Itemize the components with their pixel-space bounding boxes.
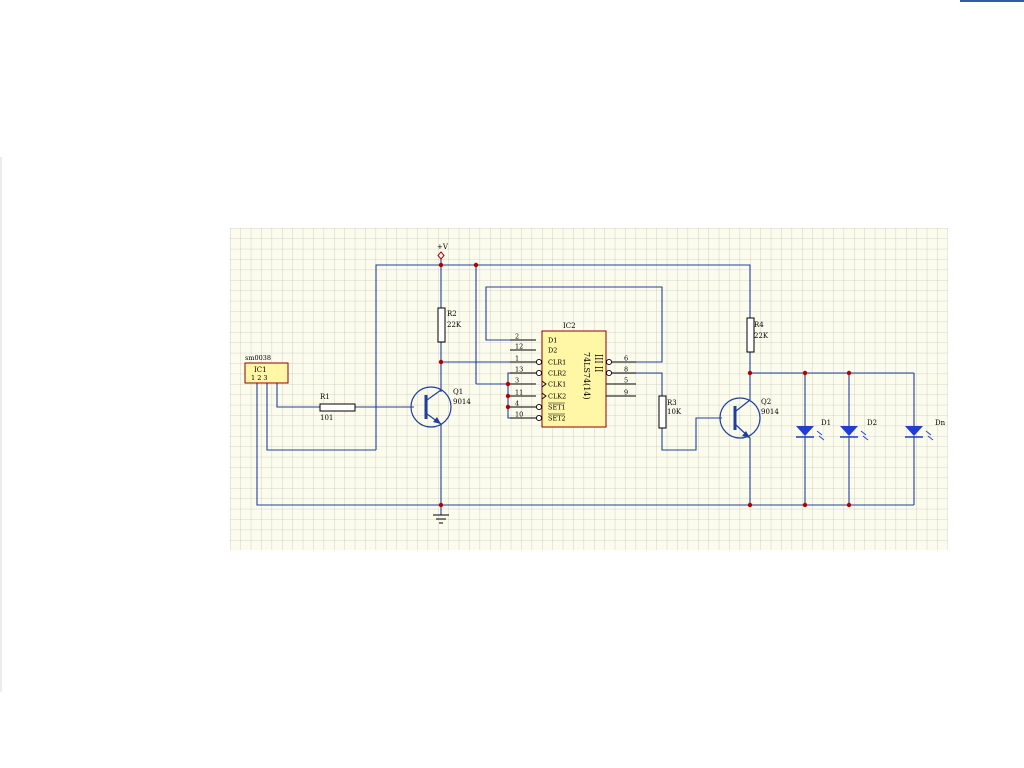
ic2-inverter-bubble <box>535 403 543 411</box>
led-dn[interactable]: Dn <box>905 419 946 441</box>
r3-value-label: 10K <box>667 408 682 416</box>
r4-ref-label: R4 <box>754 321 764 329</box>
ic2-pin-number: 11 <box>515 389 523 397</box>
led-icon <box>840 426 858 436</box>
ic2-body <box>541 330 607 428</box>
led-ref-label: D2 <box>867 419 877 427</box>
accent-bar <box>960 0 1024 2</box>
ic2-clock-icon <box>541 392 547 400</box>
ic2-pin-number: 5 <box>624 377 628 385</box>
power-terminal[interactable]: +V <box>437 243 449 260</box>
q1-body <box>410 386 452 428</box>
ic2-pin-number: 6 <box>624 355 628 363</box>
ic2-pin-signal: D2 <box>548 347 557 355</box>
ground-icon <box>433 514 449 524</box>
ic2-inverter-bubble <box>605 358 613 366</box>
q2-transistor[interactable]: Q2 9014 <box>719 397 779 439</box>
ic2-ref-label: IC2 <box>563 322 576 330</box>
q2-body <box>719 397 761 439</box>
power-icon <box>437 251 445 260</box>
led-d2[interactable]: D2 <box>840 419 877 441</box>
ic2-pin-number: 9 <box>624 389 628 397</box>
ic2-clock-icon <box>541 380 547 388</box>
q1-ref-label: Q1 <box>453 388 463 396</box>
q1-collector <box>426 389 442 401</box>
led-d1[interactable]: D1 <box>796 419 831 441</box>
ic2-inverter-bubble <box>605 369 613 377</box>
led-emission-icon <box>816 430 825 441</box>
led-icon <box>796 426 814 436</box>
junction-nodes <box>438 262 852 508</box>
led-emission-icon <box>860 430 869 441</box>
r2-body <box>437 307 446 343</box>
ic2-inverter-bubble <box>535 414 543 422</box>
led-icon <box>905 426 923 436</box>
r4-resistor[interactable]: R4 22K <box>746 317 769 353</box>
q1-transistor[interactable]: Q1 9014 <box>410 386 471 428</box>
window-edge <box>0 157 2 692</box>
led-emission-icon <box>925 430 934 441</box>
ic2-pin-number: 4 <box>515 400 519 408</box>
ic2-pin-number: 10 <box>515 411 523 419</box>
r2-resistor[interactable]: R2 22K <box>437 307 462 343</box>
ic2-pin-number: 2 <box>515 333 519 341</box>
r1-value-label: 101 <box>320 414 333 422</box>
led-ref-label: D1 <box>821 419 831 427</box>
ic1-body <box>244 362 289 384</box>
ic2-pin-number: 3 <box>515 377 519 385</box>
r1-resistor[interactable]: R1 101 <box>319 393 356 422</box>
ic2-pin-signal: CLK2 <box>548 393 566 401</box>
ic2-part-label: 74LS74(14) <box>582 352 591 400</box>
ic2-pin-number: 12 <box>515 343 523 351</box>
r1-body <box>319 403 356 412</box>
ic2-inverter-bubble <box>535 369 543 377</box>
r4-body <box>746 317 755 353</box>
ground-symbol[interactable] <box>433 514 449 524</box>
ic1-part-label: sm0038 <box>245 354 271 362</box>
ic1-ref-label: IC1 <box>254 366 267 374</box>
ic2-pin-number: 1 <box>515 355 519 363</box>
r4-value-label: 22K <box>754 332 769 340</box>
q2-ref-label: Q2 <box>761 398 771 406</box>
ic1-component[interactable]: sm0038 IC1 1 2 3 <box>244 354 289 384</box>
q1-part-label: 9014 <box>453 398 471 406</box>
q2-collector <box>735 399 751 412</box>
ic2-right-pins: 6 8 5 9 <box>605 355 636 397</box>
r2-value-label: 22K <box>447 321 462 329</box>
power-label: +V <box>437 243 449 251</box>
q2-part-label: 9014 <box>761 408 779 416</box>
ic2-vertical-mark: ꟾꟾꟾ ꟾꟾ <box>593 354 602 372</box>
ic2-pin-signal: D1 <box>548 337 557 345</box>
ic1-pin-labels: 1 2 3 <box>251 374 268 382</box>
q1-emitter-arrow-icon <box>433 417 441 424</box>
ic2-pin-number: 13 <box>515 366 523 374</box>
ic2-pin-signal: SET1 <box>548 404 566 412</box>
r2-ref-label: R2 <box>447 310 457 318</box>
led-ref-label: Dn <box>935 419 946 427</box>
ic2-pin-number: 8 <box>624 366 628 374</box>
q2-emitter-arrow-icon <box>742 431 750 438</box>
ic2-inverter-bubble <box>535 358 543 366</box>
r3-ref-label: R3 <box>667 399 677 407</box>
ic2-pin-signal: SET2 <box>548 415 566 423</box>
ic2-pin-signal: CLR1 <box>548 359 566 367</box>
r3-resistor[interactable]: R3 10K <box>658 395 682 429</box>
r1-ref-label: R1 <box>320 393 330 401</box>
ic2-pin-signal: CLK1 <box>548 381 566 389</box>
ic2-pin-signal: CLR2 <box>548 370 566 378</box>
r3-body <box>658 395 667 429</box>
